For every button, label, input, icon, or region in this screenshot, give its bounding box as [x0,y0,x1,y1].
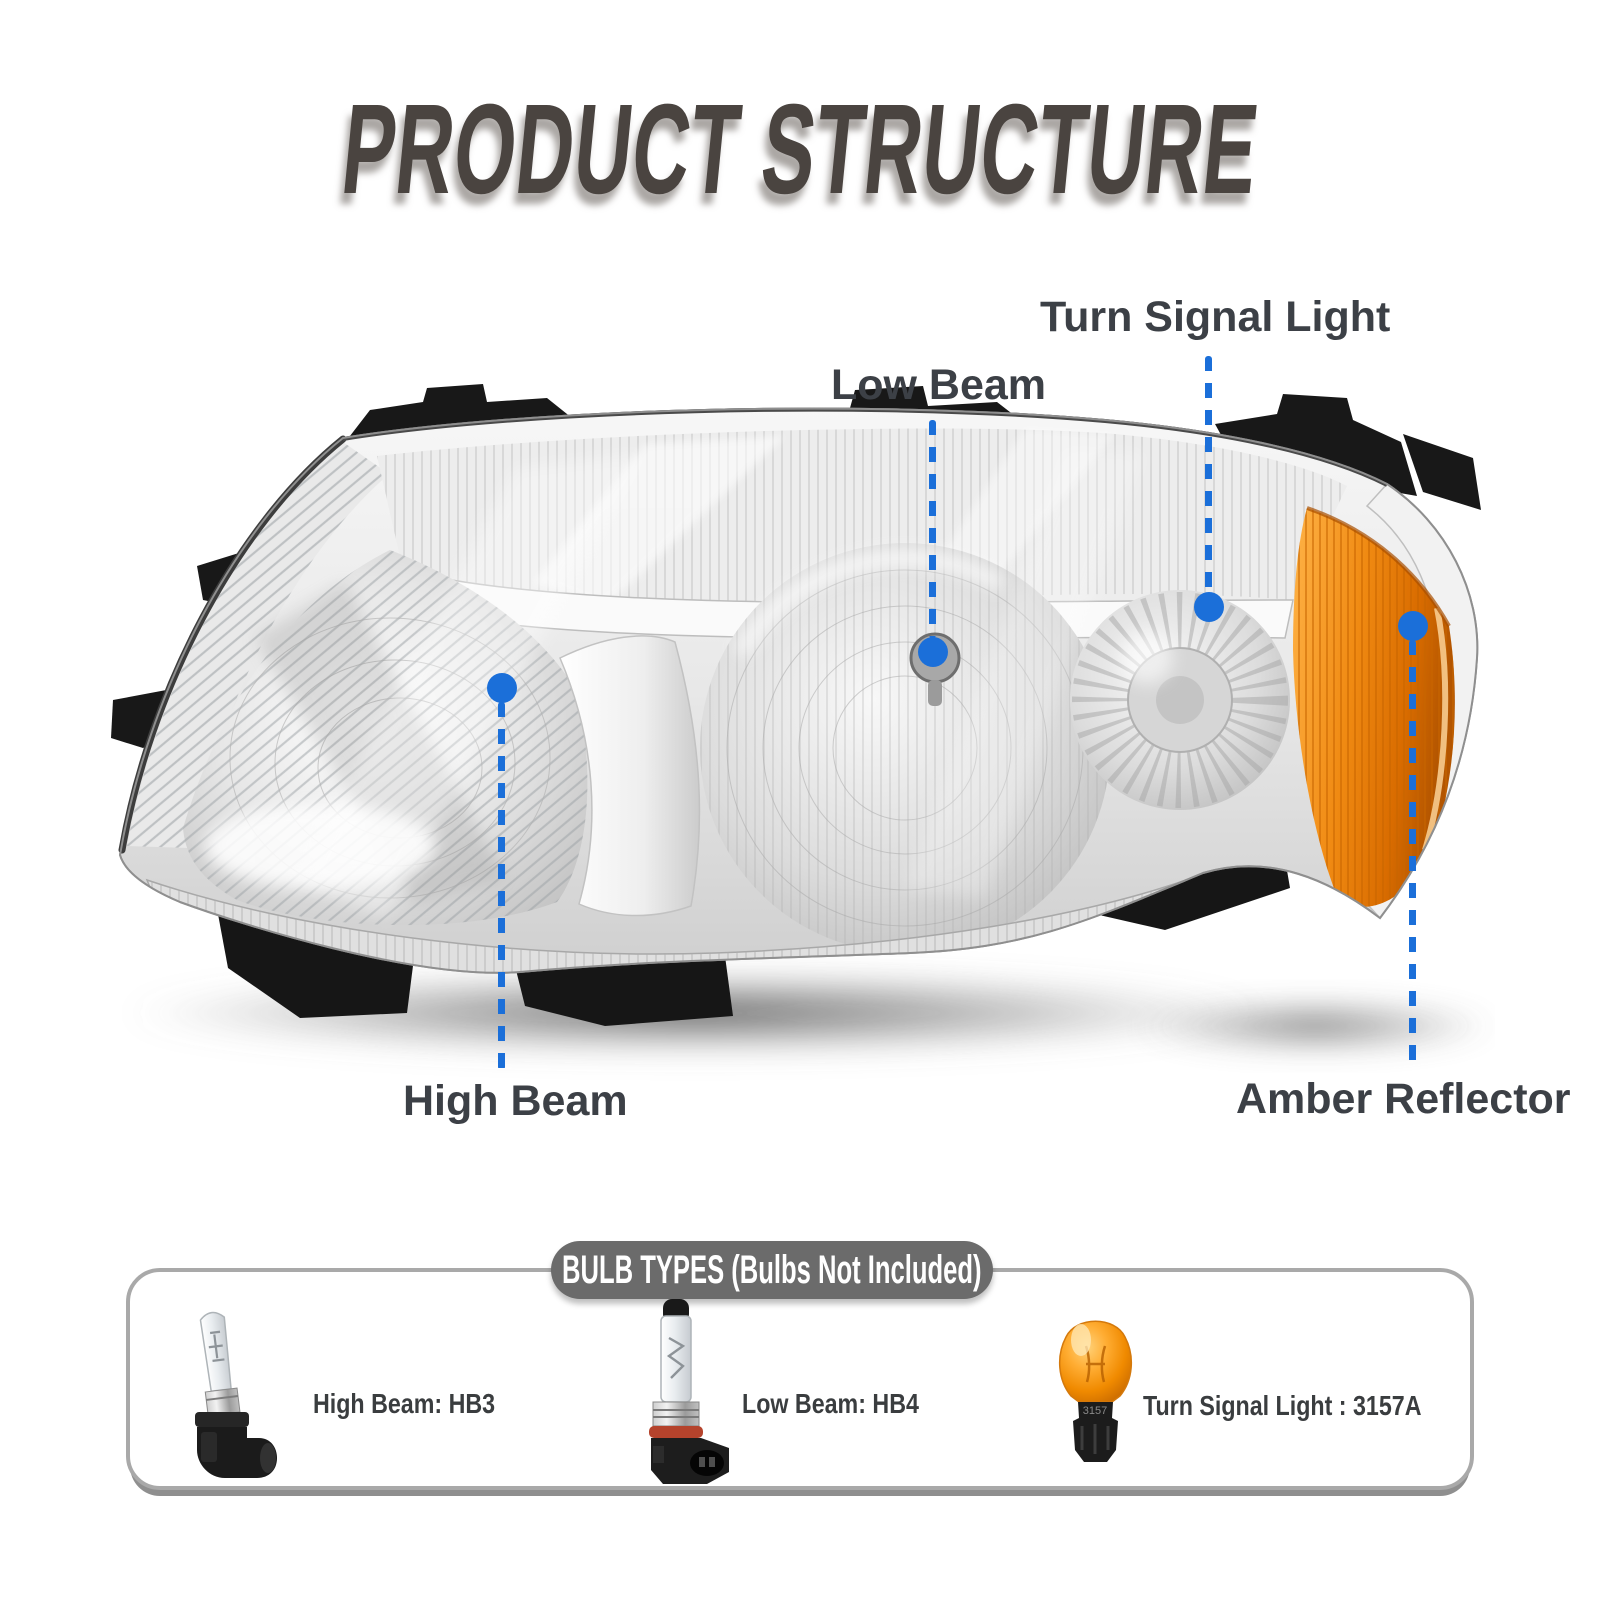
bulb-label: Low Beam: HB4 [742,1388,919,1419]
callout-label: Low Beam [831,361,1047,409]
page-title-text: PRODUCT STRUCTURE [335,78,1265,221]
headlight-photo [111,384,1495,1055]
turn-signal-reflector [1070,590,1290,810]
bulb-types-header-text: BULB TYPES (Bulbs Not Included) [562,1248,982,1292]
leader-line [1205,356,1212,594]
callout-label: Turn Signal Light [1040,293,1391,341]
bulb-marking: 3157 [1083,1405,1107,1417]
leader-line [929,420,936,638]
hb3-bulb-image [195,1311,277,1478]
callout-label: High Beam [403,1077,628,1125]
leader-line [1409,640,1416,1068]
leader-line [498,702,505,1070]
bulb-types-panel [126,1268,1474,1490]
bulb-types-header: BULB TYPES (Bulbs Not Included) [551,1241,993,1299]
bulb-label: High Beam: HB3 [313,1388,496,1419]
hb4-bulb-image [649,1299,729,1484]
callout-dot [918,637,948,667]
page-title: PRODUCT STRUCTURE [0,78,1600,221]
callout-label: Amber Reflector [1236,1075,1571,1123]
3157a-bulb-image: 3157 [1058,1320,1133,1462]
callout-dot [1398,611,1428,641]
callout-dot [487,673,517,703]
callout-dot [1194,592,1224,622]
bulb-label: Turn Signal Light : 3157A [1143,1390,1422,1421]
